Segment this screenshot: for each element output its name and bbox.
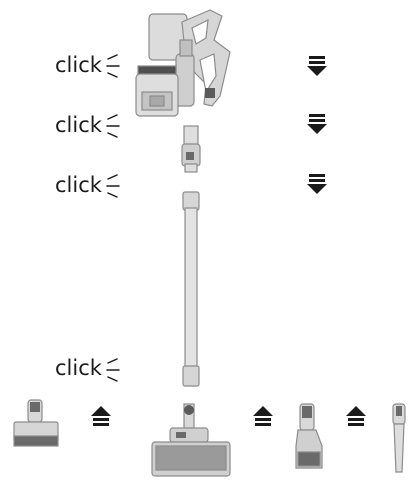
click-sound-icon xyxy=(107,55,119,77)
arrow-down-icon xyxy=(307,114,327,134)
motorized-floor-head-icon xyxy=(152,404,230,476)
combination-tool-icon xyxy=(296,404,322,468)
click-sound-icon xyxy=(107,115,119,137)
arrow-up-icon xyxy=(91,406,111,426)
click-sound-icon xyxy=(107,175,119,197)
arrow-down-icon xyxy=(307,174,327,194)
crevice-tool-icon xyxy=(393,404,405,472)
arrow-up-icon xyxy=(253,406,273,426)
upper-tube-connector-icon xyxy=(182,126,200,172)
arrow-up-icon xyxy=(346,406,366,426)
dust-bin-icon xyxy=(136,66,178,116)
extension-tube-icon xyxy=(183,192,199,386)
arrow-down-icon xyxy=(307,56,327,76)
mini-brush-icon xyxy=(14,400,58,446)
click-sound-icon xyxy=(107,359,119,381)
